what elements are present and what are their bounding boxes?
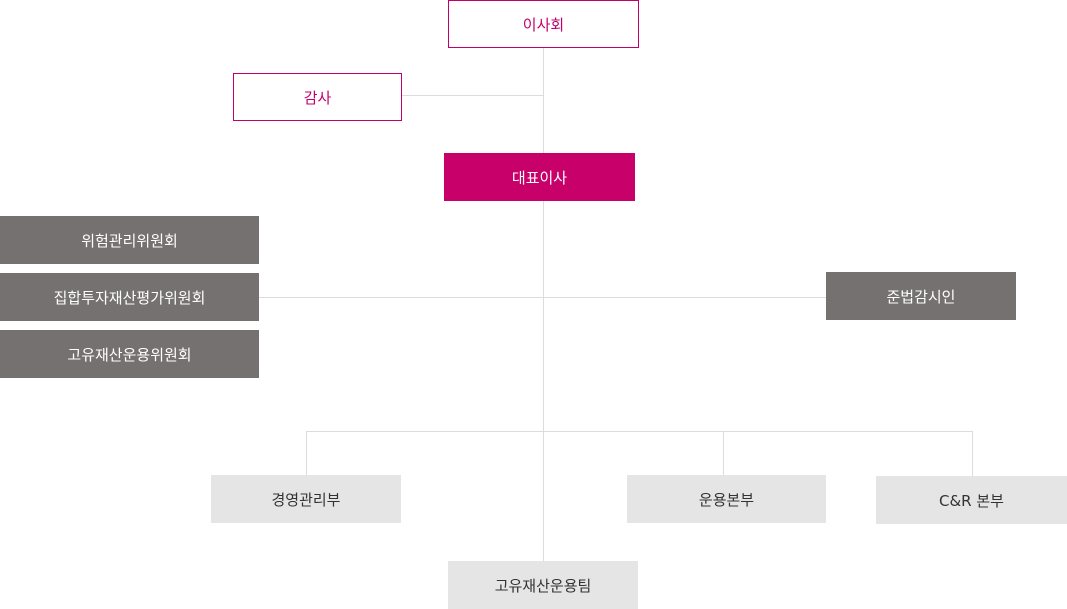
connector-board-ceo <box>543 48 544 153</box>
department-management[interactable]: 경영관리부 <box>211 475 401 523</box>
ceo-label: 대표이사 <box>511 168 568 187</box>
department-label: 운용본부 <box>698 490 755 509</box>
committee-label: 집합투자재산평가위원회 <box>53 288 206 307</box>
proprietary-team-label: 고유재산운용팀 <box>494 576 592 595</box>
ceo-box[interactable]: 대표이사 <box>444 153 635 201</box>
connector-auditor <box>402 95 544 96</box>
connector-main-trunk <box>543 201 544 561</box>
compliance-officer-box[interactable]: 준법감시인 <box>826 272 1016 320</box>
department-label: C&R 본부 <box>939 491 1004 510</box>
auditor-label: 감사 <box>303 88 332 107</box>
connector-dept-3 <box>972 431 973 476</box>
proprietary-team-box[interactable]: 고유재산운용팀 <box>448 561 638 609</box>
department-cr[interactable]: C&R 본부 <box>876 476 1067 524</box>
committee-fund-valuation[interactable]: 집합투자재산평가위원회 <box>0 273 259 321</box>
auditor-box[interactable]: 감사 <box>233 73 402 121</box>
board-label: 이사회 <box>522 15 565 34</box>
compliance-label: 준법감시인 <box>886 287 956 306</box>
committee-label: 고유재산운용위원회 <box>67 345 192 364</box>
committee-label: 위험관리위원회 <box>81 231 178 250</box>
connector-dept-2 <box>723 431 724 475</box>
department-label: 경영관리부 <box>271 490 341 509</box>
connector-departments-bus <box>306 431 973 432</box>
committee-risk-management[interactable]: 위험관리위원회 <box>0 216 259 264</box>
connector-dept-1 <box>306 431 307 475</box>
committee-proprietary-investment[interactable]: 고유재산운용위원회 <box>0 330 259 378</box>
department-investment[interactable]: 운용본부 <box>627 475 826 523</box>
board-box[interactable]: 이사회 <box>448 0 639 48</box>
connector-committees-compliance <box>259 297 826 298</box>
